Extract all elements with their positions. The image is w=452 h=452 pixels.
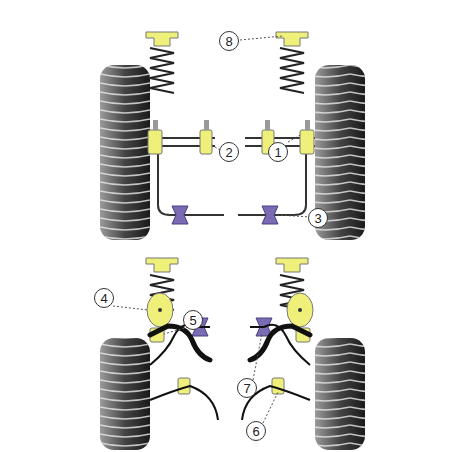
callout-number: 4 — [94, 288, 114, 308]
callout-number: 3 — [308, 208, 328, 228]
callout-number: 5 — [183, 310, 203, 330]
callout-number: 7 — [237, 378, 257, 398]
callout-number: 6 — [246, 421, 266, 441]
spring-seat — [146, 32, 308, 272]
stud — [153, 120, 310, 130]
link-arm — [150, 138, 315, 215]
wishbone — [150, 326, 310, 360]
anti-roll-bar-bush — [172, 206, 278, 336]
callout-number: 1 — [268, 142, 288, 162]
bush — [148, 130, 314, 394]
top-mount-centre — [158, 308, 302, 312]
callout-number: 8 — [219, 31, 239, 51]
coil-spring — [150, 48, 304, 310]
leader-line — [113, 36, 311, 423]
top-mount — [147, 293, 313, 327]
anti-roll-bar — [150, 325, 310, 420]
callout-number: 2 — [219, 142, 239, 162]
tyre — [100, 65, 365, 450]
